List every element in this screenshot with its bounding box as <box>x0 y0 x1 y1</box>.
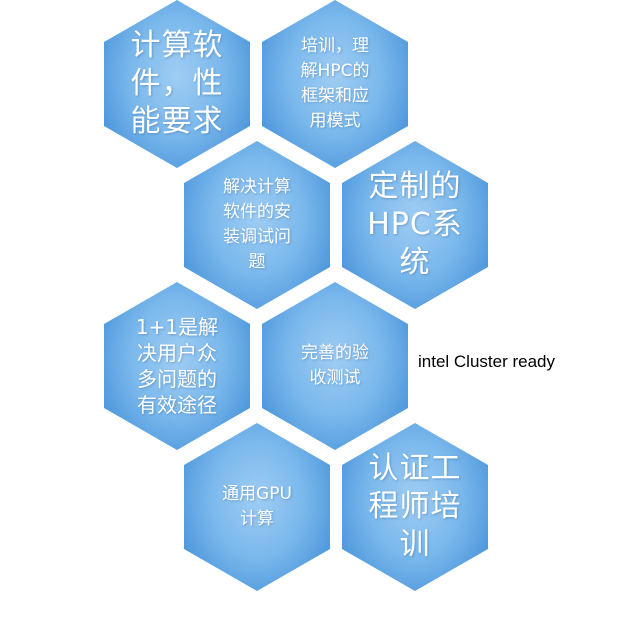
hexagon-training: 培训，理 解HPC的 框架和应 用模式 <box>262 0 408 168</box>
hexagon-label: 1+1是解 决用户众 多问题的 有效途径 <box>135 315 219 417</box>
hexagon-label: 认证工 程师培 训 <box>368 451 462 562</box>
hexagon-compute-software: 计算软 件，性 能要求 <box>104 0 250 168</box>
hexagon-install-debug: 解决计算 软件的安 装调试问 题 <box>184 141 330 309</box>
intel-cluster-ready-label: intel Cluster ready <box>418 352 556 371</box>
hexagon-label: 通用GPU 计算 <box>222 484 292 529</box>
hexagon-label: 完善的验 收测试 <box>301 343 369 388</box>
hexagon-gpu-compute: 通用GPU 计算 <box>184 423 330 591</box>
hexagon-custom-hpc: 定制的 HPC系 统 <box>342 141 488 309</box>
hexagon-label: 计算软 件，性 能要求 <box>130 28 224 139</box>
hexagon-acceptance-test: 完善的验 收测试 <box>262 282 408 450</box>
hexagon-one-plus-one: 1+1是解 决用户众 多问题的 有效途径 <box>104 282 250 450</box>
hexagon-label: 解决计算 软件的安 装调试问 题 <box>223 177 291 272</box>
hexagon-certified-engineer: 认证工 程师培 训 <box>342 423 488 591</box>
hexagon-label: 培训，理 解HPC的 框架和应 用模式 <box>300 36 370 131</box>
hexagon-label: 定制的 HPC系 统 <box>367 169 463 280</box>
